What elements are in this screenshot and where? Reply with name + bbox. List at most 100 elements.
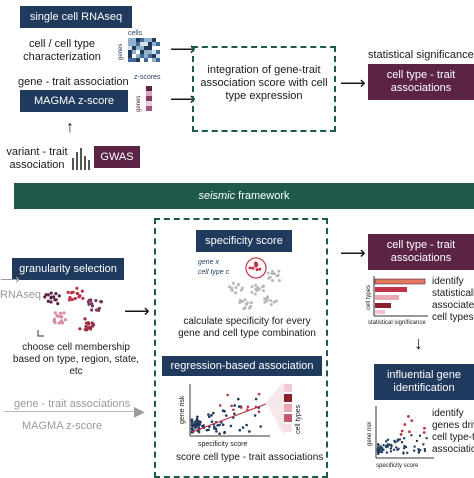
- identify-genes-text: identify genes driving cell type-trait a…: [432, 408, 474, 455]
- influential-point: [390, 445, 393, 448]
- statistical-significance-text: statistical significance: [368, 49, 474, 61]
- influential-point: [380, 448, 384, 451]
- influential-point: [417, 447, 420, 451]
- arrow-right-grey-2: ▶: [134, 403, 145, 419]
- regression-point: [202, 424, 205, 427]
- matrix-cell: [128, 42, 132, 46]
- matrix-cell: [156, 54, 160, 58]
- framework-text: framework: [235, 190, 290, 202]
- cluster-point: [53, 298, 57, 302]
- specificity-point: [269, 299, 273, 303]
- regression-point: [254, 397, 258, 401]
- cluster-point: [75, 286, 79, 290]
- specificity-point: [248, 306, 252, 310]
- specificity-point: [230, 288, 234, 292]
- cluster-point: [52, 295, 56, 299]
- influential-highlight-point: [410, 419, 414, 422]
- gwas-label: GWAS: [94, 146, 140, 168]
- influential-point: [379, 446, 382, 449]
- regression-point: [229, 424, 233, 428]
- regression-highlight-point: [226, 393, 229, 397]
- regression-point: [236, 397, 240, 401]
- regression-highlight-point: [218, 404, 222, 407]
- regression-point: [199, 420, 202, 424]
- regression-point: [241, 426, 245, 429]
- regression-point: [259, 425, 262, 428]
- regression-highlight-point: [257, 392, 261, 396]
- regression-point: [190, 421, 194, 425]
- arrow-right-5: ⟶: [340, 243, 366, 263]
- specificity-point: [253, 292, 257, 296]
- significance-bar-chart: cell types statistical significance: [366, 276, 428, 326]
- regression-point: [216, 424, 219, 427]
- cluster-point: [46, 293, 50, 297]
- specificity-score-label: specificity score: [196, 230, 292, 252]
- matrix-cell: [136, 54, 140, 58]
- regression-point: [233, 404, 236, 407]
- specificity-highlight-point: [248, 266, 252, 270]
- specificity-point: [227, 285, 231, 289]
- influential-point: [386, 438, 390, 441]
- specificity-cluster-scatter: gene x cell type c: [198, 257, 281, 311]
- genes-label: genes: [118, 44, 124, 60]
- influential-highlight-point: [407, 414, 410, 418]
- influential-point: [380, 450, 384, 454]
- gene-risk-axis-label-2: gene risk: [367, 421, 373, 446]
- matrix-cell: [152, 38, 156, 42]
- integration-text: integration of gene-trait association sc…: [200, 64, 328, 103]
- matrix-cell: [140, 54, 144, 58]
- influential-highlight-point: [408, 430, 411, 434]
- specificity-point: [234, 291, 238, 295]
- specificity-point: [266, 296, 270, 300]
- regression-scatter-plot: gene risk specificity score cell types: [179, 382, 302, 448]
- regression-point: [196, 415, 199, 419]
- specificity-axis-label: specificity score: [198, 441, 248, 448]
- influential-point: [384, 440, 388, 443]
- cluster-point: [94, 308, 99, 312]
- cluster-point: [58, 311, 63, 315]
- specificity-point: [250, 285, 254, 289]
- cluster-point: [73, 296, 77, 301]
- influential-point: [393, 439, 396, 443]
- cluster-point: [63, 318, 68, 322]
- influential-point: [415, 439, 419, 443]
- influential-gene-scatter: gene risk specificity score: [367, 406, 434, 469]
- matrix-cell: [136, 50, 140, 54]
- matrix-cell: [152, 46, 156, 50]
- matrix-cell: [148, 58, 152, 62]
- specificity-point: [246, 301, 250, 305]
- matrix-cell: [152, 54, 156, 58]
- matrix-cell: [144, 46, 148, 50]
- influential-point: [388, 443, 391, 446]
- regression-point: [194, 424, 198, 428]
- regression-point: [245, 423, 248, 427]
- regression-point: [253, 414, 257, 417]
- cluster-point: [75, 292, 79, 296]
- regression-point: [237, 405, 241, 408]
- specificity-point: [256, 286, 260, 290]
- matrix-cell: [144, 38, 148, 42]
- cluster-point: [43, 295, 47, 299]
- seismic-framework-band: seismic framework: [14, 183, 474, 209]
- specificity-point: [240, 299, 244, 303]
- cluster-point: [69, 291, 74, 295]
- regression-point: [210, 414, 213, 417]
- specificity-point: [242, 307, 246, 311]
- influential-point: [400, 441, 404, 444]
- matrix-cell: [128, 54, 132, 58]
- influential-point: [406, 451, 409, 455]
- specificity-axis-label-2: specificity score: [376, 463, 419, 469]
- cluster-point: [52, 317, 57, 321]
- regression-point: [197, 423, 201, 427]
- specificity-point: [249, 300, 253, 304]
- specificity-point: [274, 299, 278, 303]
- magma-zscore-label: MAGMA z-score: [20, 90, 128, 112]
- influential-point: [412, 449, 416, 452]
- regression-point: [223, 431, 226, 435]
- specificity-highlight-point: [251, 266, 255, 270]
- cluster-point: [80, 289, 84, 293]
- regression-point: [218, 423, 221, 427]
- gene-trait-association-text: gene - trait association: [18, 76, 129, 88]
- cluster-point: [55, 314, 59, 318]
- influential-point: [403, 444, 406, 448]
